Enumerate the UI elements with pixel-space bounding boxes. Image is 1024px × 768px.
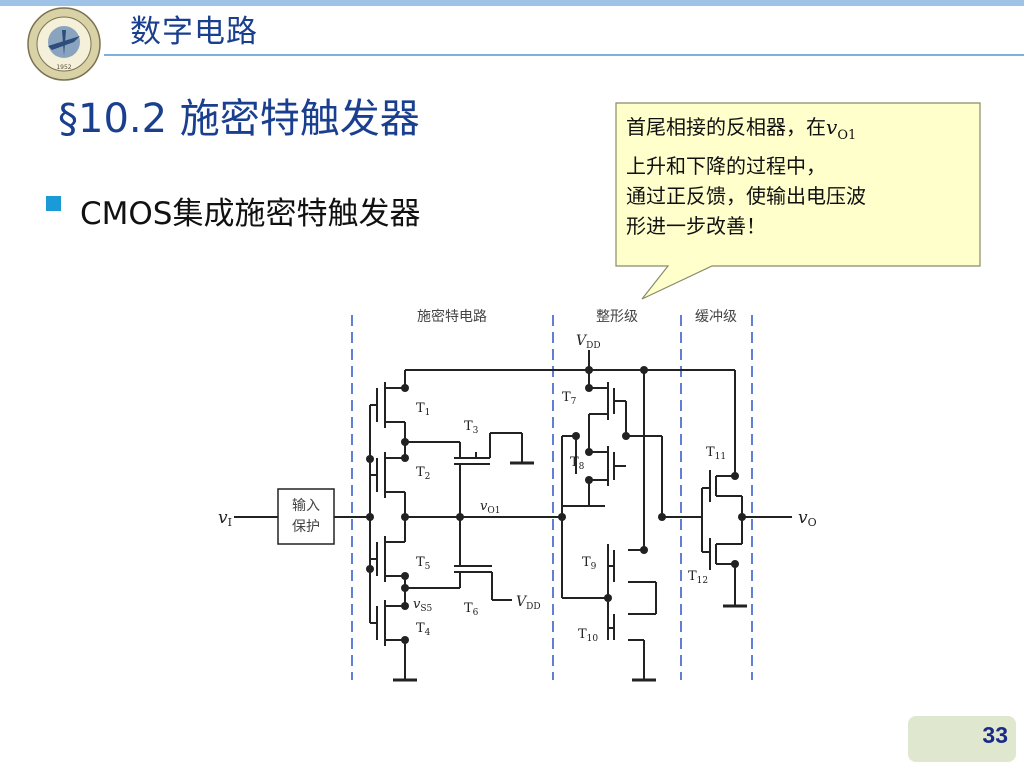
label-t6: T6 xyxy=(464,601,479,618)
input-label: vI xyxy=(218,508,232,529)
label-t7: T7 xyxy=(562,390,577,407)
label-t5: T5 xyxy=(416,555,431,572)
vo1-label: vO1 xyxy=(480,499,500,516)
label-t8: T8 xyxy=(570,455,585,472)
header-rule xyxy=(104,54,1024,56)
callout-line-3: 通过正反馈，使输出电压波 xyxy=(626,184,866,208)
bullet-marker xyxy=(46,196,61,211)
course-title: 数字电路 xyxy=(130,14,258,50)
label-buffer-section: 缓冲级 xyxy=(695,309,737,325)
output-label: vO xyxy=(798,508,817,529)
label-t12: T12 xyxy=(688,569,708,586)
callout-bubble xyxy=(615,102,981,300)
vdd-label-t6: VDD xyxy=(516,594,541,612)
bullet-text: CMOS集成施密特触发器 xyxy=(80,196,421,232)
label-t4: T4 xyxy=(416,621,431,638)
label-t2: T2 xyxy=(416,465,430,482)
input-protect-label-1: 输入 xyxy=(292,498,320,514)
page-number-box xyxy=(908,716,1016,762)
label-t1: T1 xyxy=(416,401,430,418)
vs5-label: vS5 xyxy=(413,597,433,614)
label-t11: T11 xyxy=(706,445,726,462)
callout-line-1: 首尾相接的反相器，在vO1 xyxy=(626,115,857,143)
label-t10: T10 xyxy=(578,627,598,644)
seal-year: 1952 xyxy=(56,64,71,71)
circuit-wires xyxy=(234,350,792,682)
vdd-label-top: VDD xyxy=(576,333,601,351)
junction-dots xyxy=(366,366,746,644)
callout-line-4: 形进一步改善！ xyxy=(626,214,766,238)
label-t3: T3 xyxy=(464,419,479,436)
callout-line-2: 上升和下降的过程中， xyxy=(626,154,826,178)
label-shaping-section: 整形级 xyxy=(596,309,638,325)
label-t9: T9 xyxy=(582,555,597,572)
label-schmitt-section: 施密特电路 xyxy=(417,308,487,325)
university-seal-icon: 1952 xyxy=(27,7,101,81)
section-dividers xyxy=(351,315,753,680)
input-protect-label-2: 保护 xyxy=(292,519,320,535)
top-accent-bar xyxy=(0,0,1024,6)
callout-text: 首尾相接的反相器，在vO1 上升和下降的过程中， 通过正反馈，使输出电压波 形进… xyxy=(626,112,972,241)
section-title: §10.2 施密特触发器 xyxy=(58,96,420,142)
page-number: 33 xyxy=(982,722,1008,748)
